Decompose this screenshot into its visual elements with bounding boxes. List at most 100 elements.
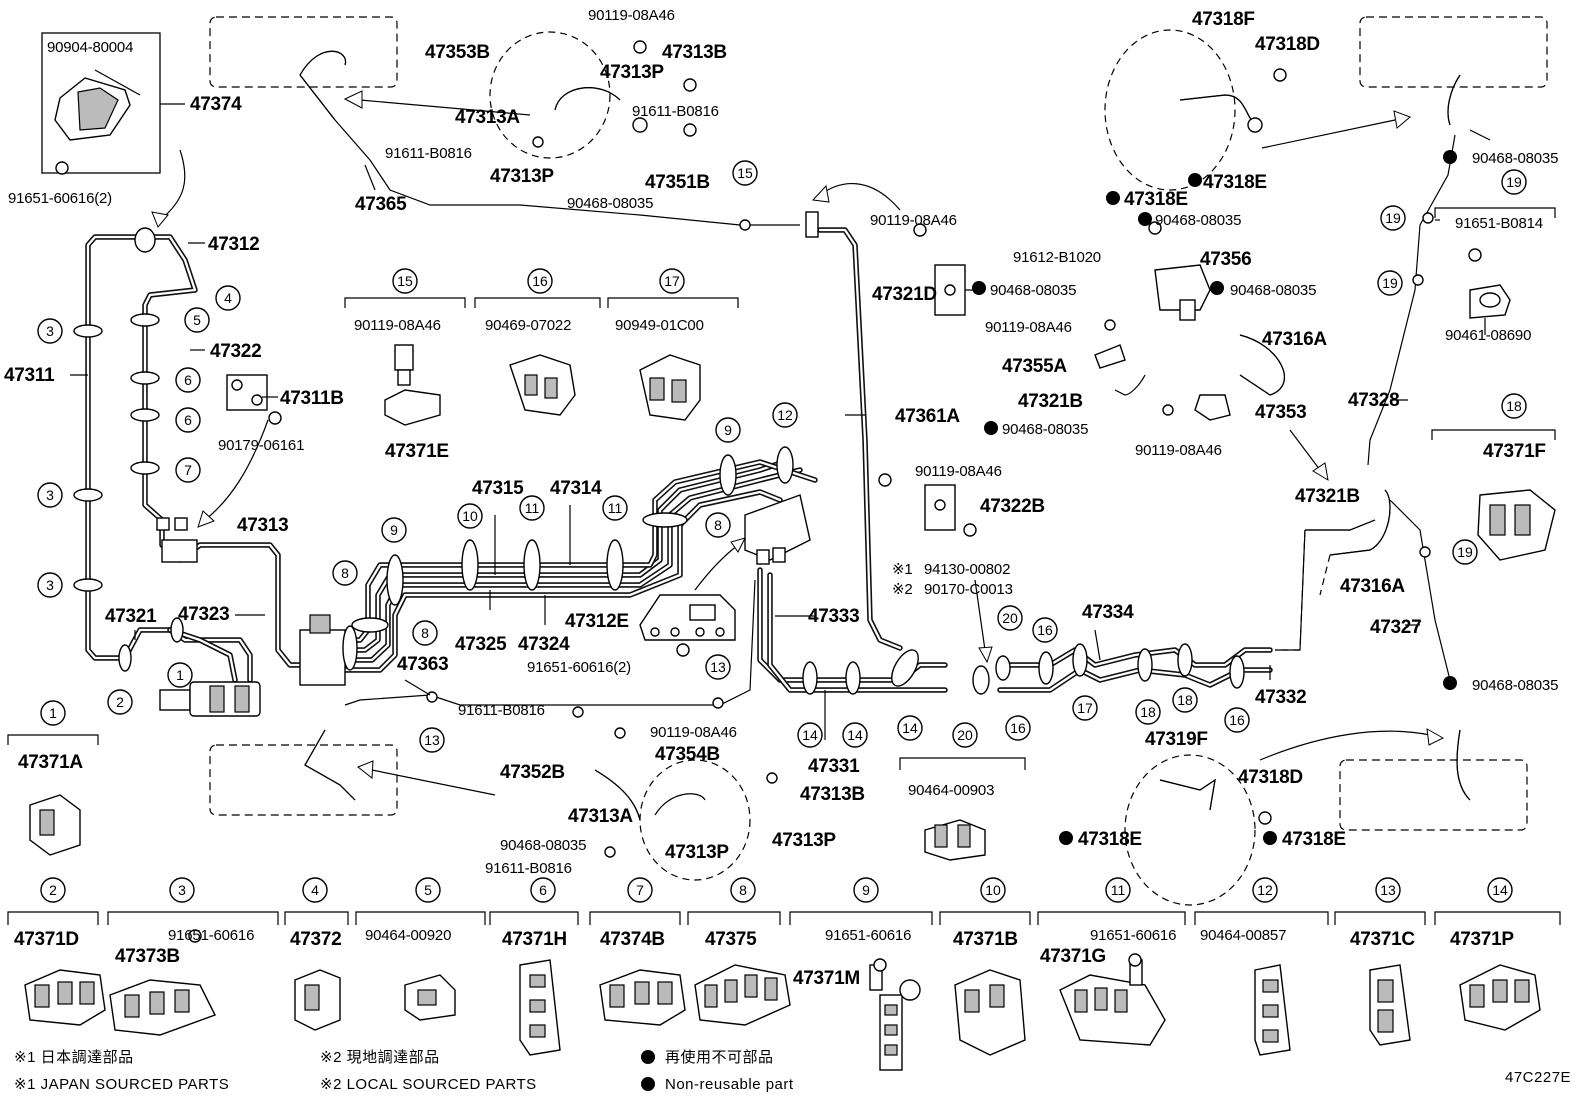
label-90469-07022: 90469-07022 xyxy=(485,317,571,334)
label-47371G: 47371G xyxy=(1040,946,1106,967)
footer-jp-line1: ※1 日本調達部品 xyxy=(14,1049,134,1066)
label-47313P-c: 47313P xyxy=(665,842,729,863)
group-ref-15: 15 xyxy=(397,273,413,289)
clamp-47371E-icon xyxy=(384,344,441,426)
clamp-47371B-icon xyxy=(954,969,1026,1056)
group-ref-4: 4 xyxy=(311,882,319,898)
clamp-47371G-icon xyxy=(1059,959,1166,1046)
ref-19c: 19 xyxy=(1457,544,1473,560)
group-ref-9: 9 xyxy=(862,882,870,898)
label-47313B-a: 47313B xyxy=(662,42,727,63)
ref-14a: 14 xyxy=(802,727,818,743)
group-ref-1: 1 xyxy=(49,705,57,721)
label-90464-00857: 90464-00857 xyxy=(1200,927,1286,944)
label-47371M: 47371M xyxy=(793,968,860,989)
label-90468-08035-f: 90468-08035 xyxy=(1230,282,1316,299)
label-47371F: 47371F xyxy=(1483,441,1546,462)
label-47313P-b: 47313P xyxy=(490,166,554,187)
ref-15: 15 xyxy=(737,165,753,181)
clamp-47371C-icon xyxy=(1369,964,1411,1046)
label-47374B: 47374B xyxy=(600,929,665,950)
ref-box-top-left xyxy=(209,16,398,88)
ref-6b: 6 xyxy=(184,412,192,428)
ref-12: 12 xyxy=(777,407,793,423)
bolt-icons xyxy=(55,40,1482,972)
label-90170-C0013: 90170-C0013 xyxy=(924,581,1013,598)
label-47333: 47333 xyxy=(808,606,859,627)
pipe-47311 xyxy=(85,234,253,683)
group-ref-6: 6 xyxy=(539,882,547,898)
bracket-47322B-icon xyxy=(924,484,977,537)
label-47371H: 47371H xyxy=(502,929,567,950)
clamp-90464-00920-icon xyxy=(404,974,456,1021)
ref-2: 2 xyxy=(116,694,124,710)
label-47353: 47353 xyxy=(1255,402,1306,423)
footer-dot-jp xyxy=(641,1050,655,1064)
label-47319F: 47319F xyxy=(1145,729,1208,750)
connector-47374-icon xyxy=(54,69,141,141)
ref-box-bottom-left xyxy=(209,744,398,816)
ref-11a: 11 xyxy=(525,500,540,516)
label-90468-08035-c: 90468-08035 xyxy=(990,282,1076,299)
ref-3c: 3 xyxy=(46,577,54,593)
ref-8c: 8 xyxy=(714,517,722,533)
label-47316A-a: 47316A xyxy=(1262,329,1327,350)
ref-5: 5 xyxy=(193,312,201,328)
label-47374: 47374 xyxy=(190,94,242,115)
label-91651-60616-2b: 91651-60616(2) xyxy=(527,659,631,676)
clamp-47371F-icon xyxy=(1477,489,1556,561)
clamp-47373B-icon xyxy=(109,979,216,1036)
ref-9b: 9 xyxy=(724,422,732,438)
label-47318E-c: 47318E xyxy=(1078,829,1142,850)
label-47321B-b: 47321B xyxy=(1295,486,1360,507)
ref-14c: 14 xyxy=(902,720,918,736)
label-90464-00903: 90464-00903 xyxy=(908,782,994,799)
ref-16c: 16 xyxy=(1229,712,1245,728)
label-47375: 47375 xyxy=(705,929,757,950)
label-91651-60616-group11: 91651-60616 xyxy=(1090,927,1176,944)
ref-20: 20 xyxy=(1002,610,1018,626)
footer-dot-en xyxy=(641,1077,655,1091)
ref-3a: 3 xyxy=(46,323,54,339)
pipe-47331 xyxy=(757,567,948,693)
ref-7: 7 xyxy=(184,462,192,478)
pipe-47313 xyxy=(177,542,313,668)
ref-13a: 13 xyxy=(424,732,440,748)
hose-47316A-top-inner xyxy=(1239,334,1285,396)
bracket-47321D-icon xyxy=(934,264,966,316)
hose-47321B-top xyxy=(1114,374,1146,396)
label-47323: 47323 xyxy=(178,604,229,625)
label-47371P: 47371P xyxy=(1450,929,1514,950)
ref-14b: 14 xyxy=(847,727,863,743)
ref-9a: 9 xyxy=(390,522,398,538)
label-47363: 47363 xyxy=(397,654,448,675)
label-90468-08035-b: 90468-08035 xyxy=(500,837,586,854)
clamp-47371A-icon xyxy=(29,794,81,856)
pipe-47363 xyxy=(344,579,756,706)
label-47313B-b: 47313B xyxy=(800,784,865,805)
clamp-47371D-icon xyxy=(24,969,106,1026)
clip-90461-08690-icon xyxy=(1469,284,1511,319)
hose-47313P-bottom xyxy=(654,793,706,816)
label-47311B: 47311B xyxy=(280,388,344,409)
label-47365: 47365 xyxy=(355,194,407,215)
group-ref-18: 18 xyxy=(1506,398,1522,414)
arrows xyxy=(151,90,1445,796)
ref-10: 10 xyxy=(462,508,478,524)
footer-jp-line3: 再使用不可部品 xyxy=(665,1049,774,1066)
hose-top-left-inner xyxy=(299,50,347,76)
group-brackets xyxy=(7,207,1561,925)
label-47328: 47328 xyxy=(1348,390,1399,411)
group-ref-11: 11 xyxy=(1111,882,1126,898)
label-90179-06161: 90179-06161 xyxy=(218,437,304,454)
label-91651-B0814: 91651-B0814 xyxy=(1455,215,1543,232)
clamp-47371H-icon xyxy=(519,959,561,1056)
group-ref-14: 14 xyxy=(1492,882,1508,898)
ref-box-top-right xyxy=(1359,16,1548,88)
label-47356: 47356 xyxy=(1200,249,1251,270)
hose-47318F-inner xyxy=(1179,94,1256,126)
ref-18a: 18 xyxy=(1140,704,1156,720)
group-ref-20: 20 xyxy=(957,727,973,743)
label-90119-08A46-b: 90119-08A46 xyxy=(650,724,737,741)
label-47371E: 47371E xyxy=(385,441,449,462)
